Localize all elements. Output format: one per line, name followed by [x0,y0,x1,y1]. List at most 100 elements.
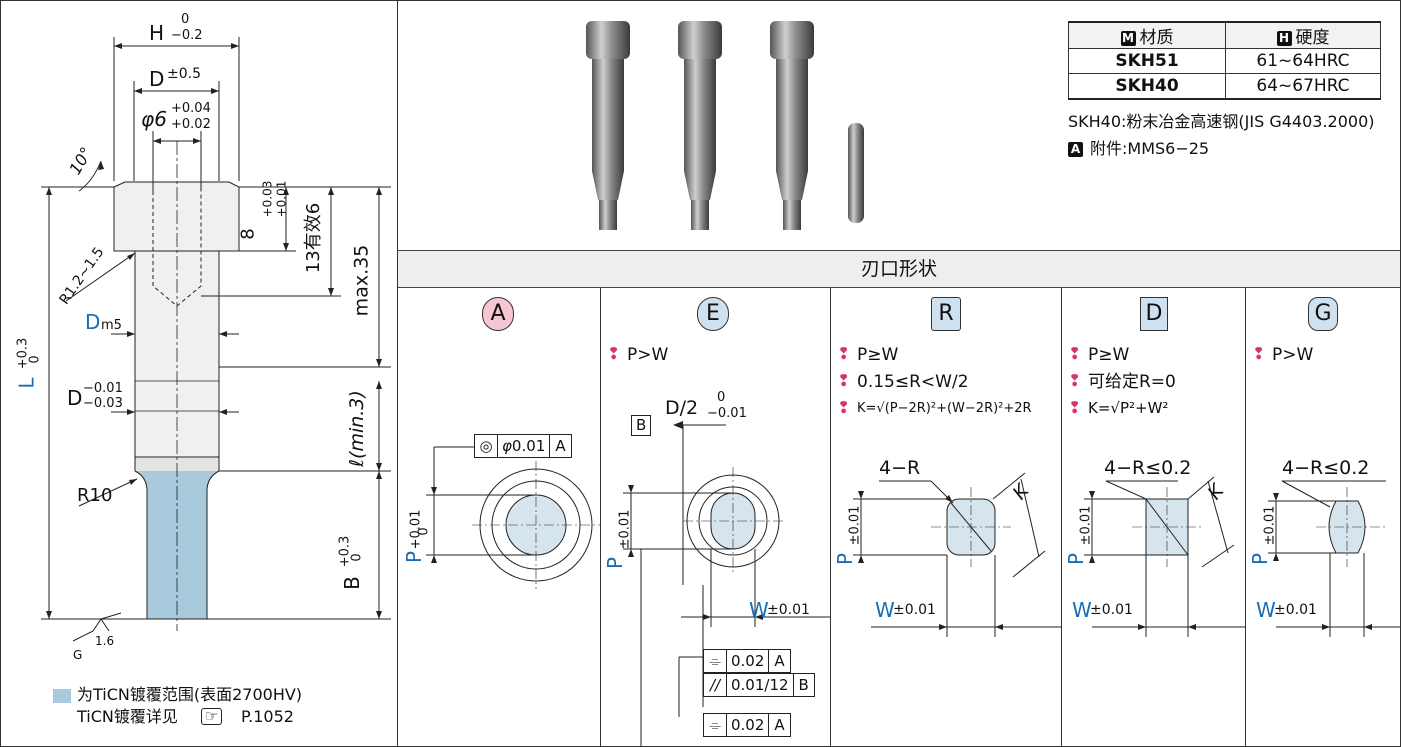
l-tol-lower: 0 [27,355,43,364]
shape-e-frame-2: // 0.01/12 B [703,673,815,697]
effective-label: 13有效6 [303,202,325,274]
shape-d-r-label: 4−R≤0.2 [1104,457,1192,479]
pin-photo [848,123,864,223]
material-cell: SKH40 [1068,73,1226,100]
material-badge-icon: M [1120,31,1136,46]
shape-d-p-tol: ±0.01 [1078,505,1094,546]
dm-sub: m5 [101,318,122,333]
dm-label: D [85,310,101,334]
shape-g-w-tol: ±0.01 [1274,602,1317,618]
shape-g-w-label: W [1256,598,1276,622]
shape-a-tol-value: 0.01 [512,435,551,457]
table-row: SKH51 61~64HRC [1068,48,1381,74]
shape-d-p-label: P [1064,552,1089,566]
tip-shapes-title: 刃口形状 [398,250,1400,288]
material-note: SKH40:粉末冶金高速钢(JIS G4403.2000) [1068,112,1375,131]
coating-page-ref: P.1052 [241,707,294,726]
material-header-label: 材质 [1139,28,1174,48]
hardness-cell: 61~64HRC [1225,48,1381,74]
column-divider [1061,287,1062,746]
punch-photo-3 [770,21,814,230]
coating-line1: 为TiCN镀覆范围(表面2700HV) [77,685,303,704]
coating-swatch [53,689,71,703]
accessory-label: 附件:MMS6−25 [1090,139,1210,158]
shape-e-fc2-value: 0.01/12 [727,674,794,696]
shape-a-badge: A [482,297,514,331]
punch-head [113,181,240,252]
h-tol-lower: −0.2 [171,28,203,43]
h-label: H [149,21,165,45]
head-tol-upper: +0.03 [260,180,275,218]
punch-drawing-panel: H 0 −0.2 D ±0.5 φ6 +0.04 +0.02 10° 8 +0.… [1,1,398,746]
roughness-value: 1.6 [95,634,115,648]
shape-r-badge: R [931,297,961,331]
b-tol-upper: +0.3 [337,535,353,568]
parallelism-icon: // [704,674,727,696]
shape-r-cond2: 0.15≤R<W/2 [857,372,969,392]
shape-d-badge: D [1140,297,1168,331]
phi6-label: φ6 [141,107,167,131]
condition-icon: ❢ [1068,344,1082,363]
shape-a-column: A ◎ φ 0.01 A [398,287,600,746]
phi6-tol-lower: +0.02 [171,117,211,132]
shape-d-w-tol: ±0.01 [1090,602,1133,618]
shape-e-fc2-datum: B [798,676,809,694]
shape-e-half-label: D/2 [665,397,699,419]
g-label: G [73,648,83,662]
head-tol-lower: +0.01 [274,180,289,218]
shape-r-p-tol: ±0.01 [847,505,863,546]
punch-photo-1 [586,21,630,230]
shape-r-r-label: 4−R [879,457,921,479]
shape-e-fc1-datum: A [774,652,785,670]
shape-g-cond1: P>W [1272,345,1314,365]
shape-e-p-tol: ±0.01 [617,509,633,550]
shape-g-p-tol: ±0.01 [1262,505,1278,546]
shape-g-r-label: 4−R≤0.2 [1282,457,1370,479]
shape-a-p-tol-lower: 0 [416,527,432,536]
column-divider [600,287,601,746]
shape-r-w-tol: ±0.01 [893,602,936,618]
dsmall-tol-upper: −0.01 [83,381,123,396]
shape-a-drawing [426,446,600,589]
max-label: max.35 [350,244,373,317]
shape-e-half-tol-upper: 0 [717,390,726,405]
shape-e-fc3-datum: A [774,716,785,734]
b-label: B [339,576,364,590]
shape-e-w-label: W [749,598,769,622]
b-tol-lower: 0 [349,553,365,562]
hardness-cell: 64~67HRC [1225,73,1381,100]
h-tol-upper: 0 [181,12,190,27]
punch-photo-2 [678,21,722,230]
shape-d-cond2: 可给定R=0 [1088,372,1176,392]
shape-g-badge: G [1308,297,1338,331]
condition-icon: ❢ [607,344,621,363]
condition-icon: ❢ [1068,398,1082,417]
condition-icon: ❢ [837,371,851,390]
phi6-tol-upper: +0.04 [171,101,211,116]
shape-r-w-label: W [875,598,895,622]
shape-e-drawing [623,421,830,747]
shape-e-half-tol-lower: −0.01 [707,406,747,421]
shape-r-cond1: P≥W [857,345,899,365]
shape-d-column: D ❢ P≥W ❢ 可给定R=0 ❢ K=√P²+W² [1062,287,1245,746]
shape-e-datum-box: B [631,415,652,436]
condition-icon: ❢ [1252,344,1266,363]
d-tol: ±0.5 [167,66,201,82]
coating-line2: TiCN镀覆详见 [77,707,178,726]
condition-icon: ❢ [837,398,851,417]
shape-r-column: R ❢ P≥W ❢ 0.15≤R<W/2 ❢ K=√(P−2R)²+(W−2R)… [831,287,1061,746]
shape-a-tolerance-frame: ◎ φ 0.01 A [474,434,572,458]
material-cell: SKH51 [1068,48,1226,74]
shape-d-w-label: W [1072,598,1092,622]
dsmall-label: D [67,386,83,410]
shape-d-cond3: K=√P²+W² [1088,399,1169,417]
punch-drawing [41,37,391,642]
l-min-label: ℓ(min.3) [345,390,368,467]
shape-e-fc1-value: 0.02 [727,650,770,672]
shape-e-badge: E [697,297,729,331]
head-dim-value: 8 [237,228,259,240]
head-height-dim: 8 +0.03 +0.01 [238,181,289,253]
